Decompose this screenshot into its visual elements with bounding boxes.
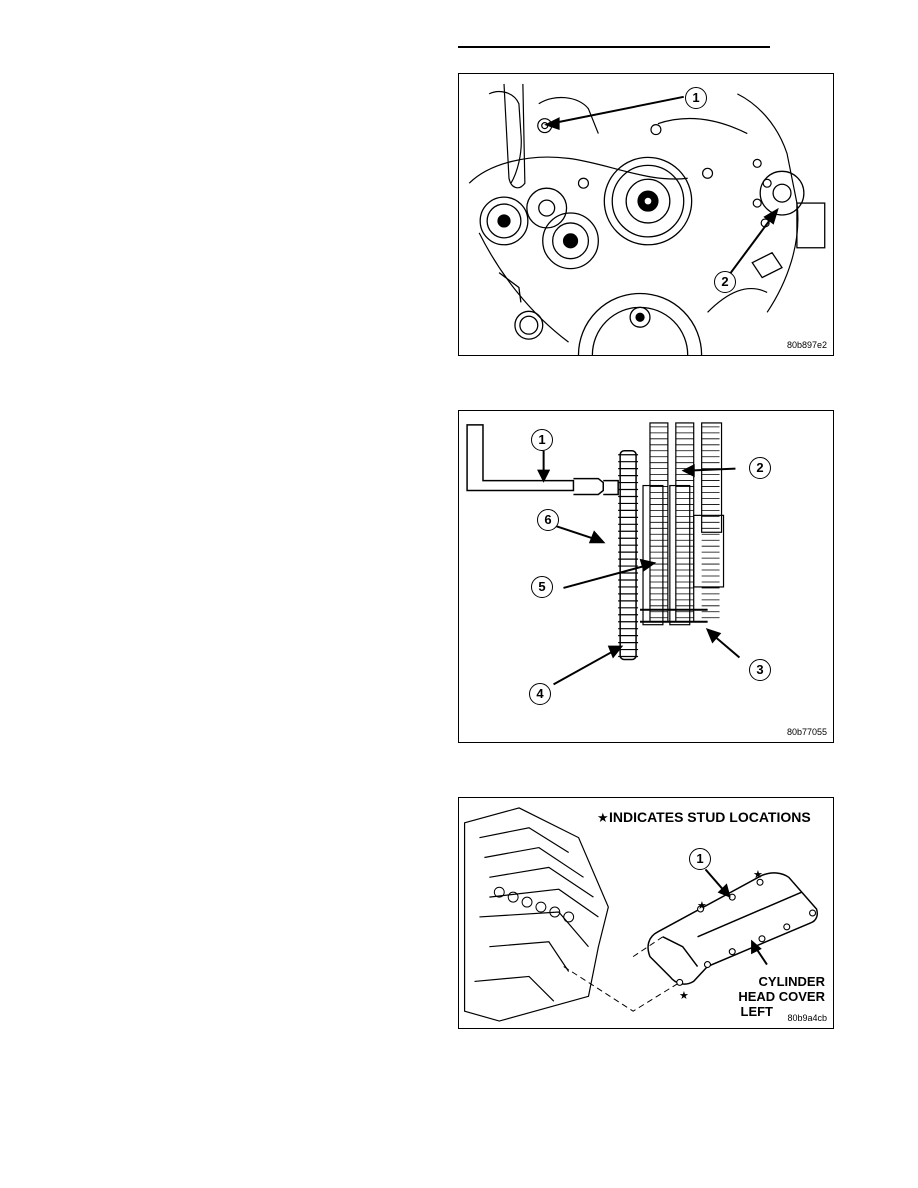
callout-2: 2 xyxy=(749,457,771,479)
figure-title: INDICATES STUD LOCATIONS xyxy=(609,809,811,825)
figure-engine-front: 1 2 80b897e2 xyxy=(458,73,834,356)
callout-1: 1 xyxy=(685,87,707,109)
figure-cylinder-head-cover: ★ INDICATES STUD LOCATIONS 1 ★ ★ ★ CYLIN… xyxy=(458,797,834,1029)
timing-chain-illustration xyxy=(466,422,741,686)
figure-timing-chains: 1 2 3 4 5 6 80b77055 xyxy=(458,410,834,743)
callout-2: 2 xyxy=(714,271,736,293)
figure-id: 80b77055 xyxy=(786,727,827,737)
cover-label-line-3: LEFT xyxy=(740,1004,774,1019)
star-icon: ★ xyxy=(697,900,707,912)
cover-label-line-1: CYLINDER xyxy=(758,974,825,989)
cylinder-head-illustration xyxy=(463,807,819,1022)
callout-3: 3 xyxy=(749,659,771,681)
callout-1: 1 xyxy=(689,848,711,870)
callout-5: 5 xyxy=(531,576,553,598)
sprocket-teeth xyxy=(618,454,639,658)
cover-label-line-2: HEAD COVER xyxy=(738,989,825,1004)
callout-6: 6 xyxy=(537,509,559,531)
cover-label: CYLINDER HEAD COVER LEFT xyxy=(738,974,825,1019)
star-icon: ★ xyxy=(753,869,763,881)
figure-id: 80b9a4cb xyxy=(787,1013,827,1023)
callout-4: 4 xyxy=(529,683,551,705)
star-icon: ★ xyxy=(679,990,689,1002)
star-icon: ★ xyxy=(597,810,609,825)
header-rule xyxy=(458,46,770,48)
figure-id: 80b897e2 xyxy=(786,340,827,350)
callout-1: 1 xyxy=(531,429,553,451)
engine-front-illustration xyxy=(468,83,826,355)
